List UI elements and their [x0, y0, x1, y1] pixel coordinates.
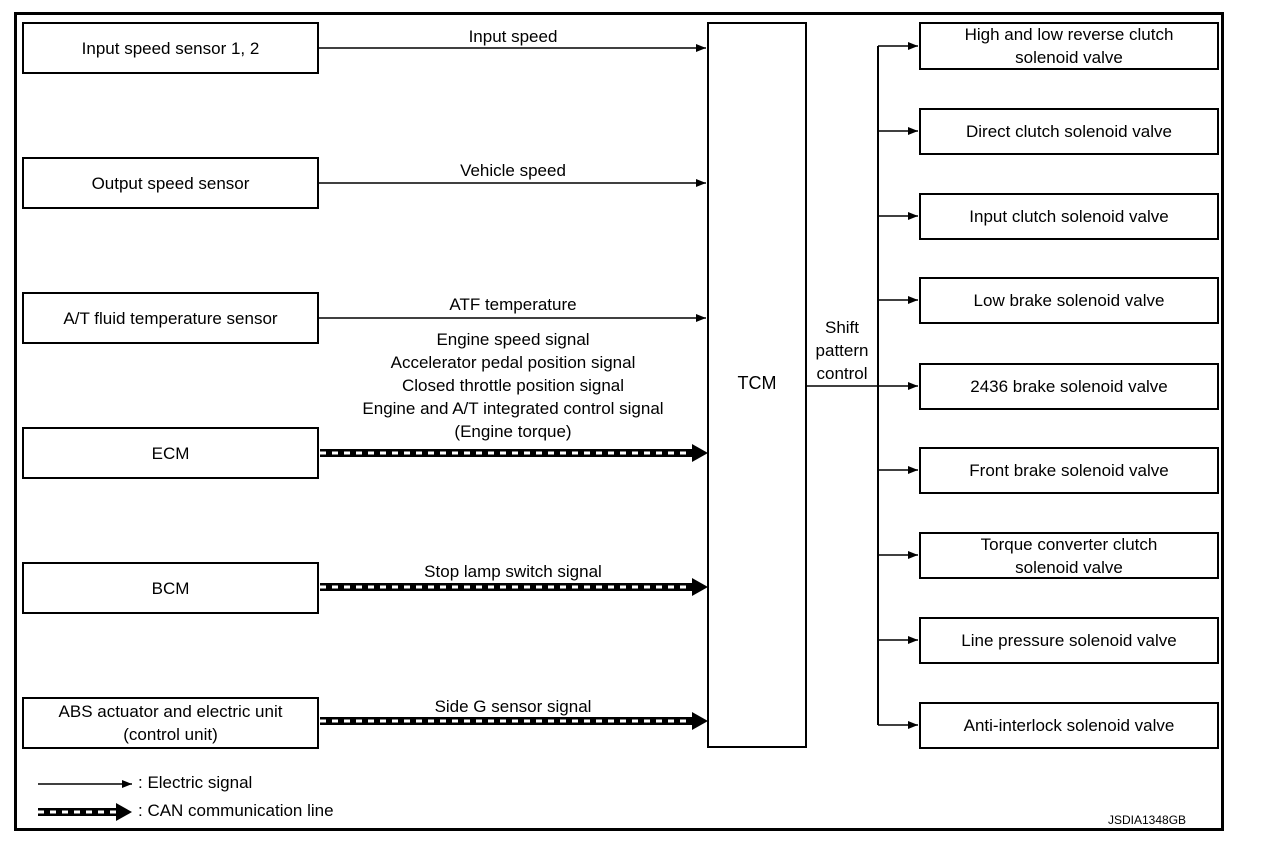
- shift-label-line-3: control: [816, 364, 868, 383]
- tcm-label: TCM: [737, 373, 777, 393]
- signal-ecm-group: Engine speed signal Accelerator pedal po…: [320, 328, 706, 443]
- signal-atf-temperature: ATF temperature: [449, 295, 577, 314]
- output-label: Input clutch solenoid valve: [969, 207, 1169, 226]
- signal-vehicle-speed: Vehicle speed: [460, 161, 566, 180]
- output-high-low-reverse-clutch: High and low reverse clutch solenoid val…: [919, 22, 1219, 70]
- bcm-box: BCM: [22, 562, 319, 614]
- abs-label-line-1: ABS actuator and electric unit: [58, 702, 283, 721]
- signal-closed-throttle: Closed throttle position signal: [401, 376, 625, 395]
- output-label-line-1: Torque converter clutch: [980, 534, 1158, 554]
- tcm-box: [707, 22, 807, 748]
- signal-engine-speed: Engine speed signal: [436, 330, 590, 349]
- bcm-can-line: [320, 578, 708, 596]
- shift-pattern-control-label: Shift pattern control: [807, 316, 877, 385]
- legend-can-label: : CAN communication line: [138, 801, 334, 820]
- diagram-frame: [14, 12, 1224, 831]
- output-anti-interlock: Anti-interlock solenoid valve: [919, 702, 1219, 749]
- output-front-brake: Front brake solenoid valve: [919, 447, 1219, 494]
- ecm-box: ECM: [22, 427, 319, 479]
- atf-temperature-sensor-box: A/T fluid temperature sensor: [22, 292, 319, 344]
- output-low-brake: Low brake solenoid valve: [919, 277, 1219, 324]
- output-label: Line pressure solenoid valve: [961, 631, 1177, 650]
- shift-label-line-2: pattern: [815, 341, 869, 360]
- input-speed-sensor-box: Input speed sensor 1, 2: [22, 22, 319, 74]
- output-direct-clutch: Direct clutch solenoid valve: [919, 108, 1219, 155]
- output-label: Front brake solenoid valve: [969, 461, 1169, 480]
- signal-engine-at-integrated: Engine and A/T integrated control signal: [362, 399, 664, 418]
- shift-label-line-1: Shift: [824, 318, 860, 337]
- abs-label-line-2: (control unit): [123, 725, 218, 744]
- output-line-pressure: Line pressure solenoid valve: [919, 617, 1219, 664]
- output-speed-sensor-box: Output speed sensor: [22, 157, 319, 209]
- output-torque-converter-clutch: Torque converter clutch solenoid valve: [919, 532, 1219, 579]
- output-label-line-2: solenoid valve: [1015, 557, 1123, 577]
- abs-actuator-box: ABS actuator and electric unit (control …: [22, 697, 319, 749]
- figure-code: JSDIA1348GB: [1108, 813, 1187, 827]
- legend-electric-label: : Electric signal: [138, 773, 253, 792]
- output-2436-brake: 2436 brake solenoid valve: [919, 363, 1219, 410]
- signal-accelerator-pedal: Accelerator pedal position signal: [390, 353, 636, 372]
- output-label: Low brake solenoid valve: [973, 291, 1165, 310]
- atf-temperature-sensor-label: A/T fluid temperature sensor: [63, 308, 278, 328]
- legend-can-line: [38, 803, 132, 821]
- output-label: Direct clutch solenoid valve: [966, 122, 1172, 141]
- input-speed-sensor-label: Input speed sensor 1, 2: [81, 38, 260, 58]
- ecm-can-line: [320, 444, 708, 462]
- abs-can-line: [320, 712, 708, 730]
- ecm-label: ECM: [151, 443, 190, 463]
- bcm-label: BCM: [151, 578, 190, 598]
- signal-stop-lamp-switch: Stop lamp switch signal: [424, 562, 602, 581]
- output-label: 2436 brake solenoid valve: [970, 377, 1168, 396]
- signal-engine-torque: (Engine torque): [454, 422, 572, 441]
- signal-input-speed: Input speed: [468, 27, 558, 46]
- output-input-clutch: Input clutch solenoid valve: [919, 193, 1219, 240]
- output-label-line-2: solenoid valve: [1015, 48, 1123, 67]
- output-label: Anti-interlock solenoid valve: [963, 716, 1175, 735]
- signal-side-g-sensor: Side G sensor signal: [434, 697, 592, 716]
- output-speed-sensor-label: Output speed sensor: [91, 173, 250, 193]
- output-label-line-1: High and low reverse clutch: [964, 25, 1174, 44]
